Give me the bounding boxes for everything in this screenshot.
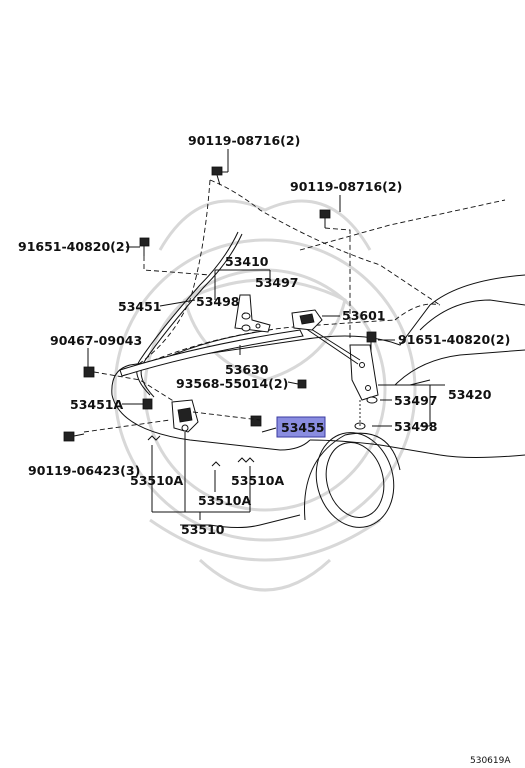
label-53510: 53510 — [181, 522, 225, 537]
label-91651-40820-right: 91651-40820(2) — [398, 332, 510, 347]
bolt-icon — [83, 366, 95, 378]
label-90467-09043: 90467-09043 — [50, 333, 142, 348]
label-90119-08716-right: 90119-08716(2) — [290, 179, 402, 194]
label-53420: 53420 — [448, 387, 492, 402]
label-53497-top: 53497 — [255, 275, 299, 290]
label-53451: 53451 — [118, 299, 162, 314]
label-53498-top: 53498 — [196, 294, 240, 309]
hood-hinge-left — [234, 294, 271, 333]
bolt-icon — [297, 379, 307, 389]
label-53510A-mid: 53510A — [231, 473, 284, 488]
leader-lines — [83, 149, 445, 520]
label-91651-40820-left: 91651-40820(2) — [18, 239, 130, 254]
car-body-outline — [111, 274, 525, 528]
clip-icon — [250, 415, 262, 427]
bolt-icon — [211, 166, 223, 186]
label-53630: 53630 — [225, 362, 269, 377]
label-53410: 53410 — [225, 254, 269, 269]
figure-id: 530619A — [470, 756, 511, 766]
bolt-icon — [63, 431, 85, 442]
release-handle — [119, 329, 304, 377]
label-53498-right: 53498 — [394, 419, 438, 434]
part-labels: 90119-08716(2) 90119-08716(2) 91651-4082… — [18, 133, 510, 537]
label-53510A-bottom: 53510A — [198, 493, 251, 508]
label-53451A: 53451A — [70, 397, 123, 412]
label-53510A-left: 53510A — [130, 473, 183, 488]
label-93568-55014: 93568-55014(2) — [176, 376, 288, 391]
front-wheel — [304, 432, 401, 528]
bolt-icon — [139, 237, 150, 256]
label-90119-08716-top: 90119-08716(2) — [188, 133, 300, 148]
highlight-53455 — [276, 416, 326, 438]
bolt-icon-group — [63, 166, 378, 467]
washer-icon — [241, 312, 378, 430]
bolt-icon — [142, 398, 153, 410]
label-53601: 53601 — [342, 308, 386, 323]
spring-icon — [147, 435, 255, 467]
hood-hinge-right — [349, 344, 379, 401]
label-53497-right: 53497 — [394, 393, 438, 408]
label-53455[interactable]: 53455 — [281, 420, 325, 435]
bolt-icon — [319, 209, 331, 228]
bolt-icon — [366, 331, 377, 352]
label-90119-06423: 90119-06423(3) — [28, 463, 140, 478]
latch-assembly — [291, 309, 323, 331]
hood-lock — [171, 399, 199, 433]
